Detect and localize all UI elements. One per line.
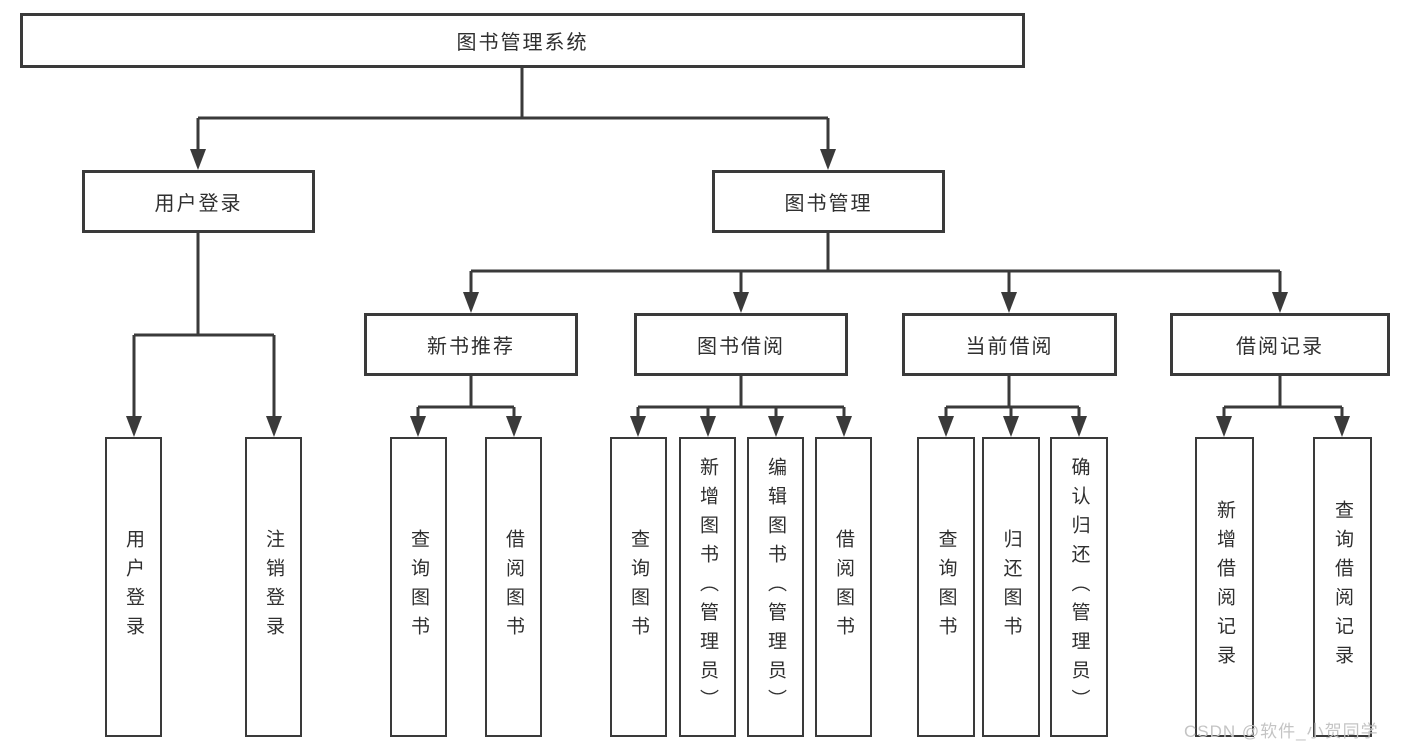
leaf-label: 借阅图书 (503, 529, 524, 645)
leaf-query-book-current: 查询图书 (917, 437, 975, 737)
leaf-label: 查询借阅记录 (1332, 500, 1353, 674)
leaf-label: 确认归还（管理员） (1068, 456, 1090, 718)
leaf-add-borrow-record: 新增借阅记录 (1195, 437, 1254, 737)
leaf-query-book-recommend: 查询图书 (390, 437, 447, 737)
csdn-watermark: CSDN @软件_小贺同学 (1184, 722, 1379, 741)
node-label: 用户登录 (154, 193, 243, 215)
leaf-label: 新增图书（管理员） (697, 456, 718, 718)
node-book-management: 图书管理 (712, 170, 945, 233)
leaf-logout: 注销登录 (245, 437, 302, 737)
leaf-return-book: 归还图书 (982, 437, 1040, 737)
leaf-label: 用户登录 (123, 529, 144, 645)
node-root-library-system: 图书管理系统 (20, 13, 1025, 68)
node-borrowing-records: 借阅记录 (1170, 313, 1390, 376)
leaf-label: 查询图书 (628, 529, 649, 645)
leaf-query-book-borrowing: 查询图书 (610, 437, 667, 737)
leaf-label: 查询图书 (935, 529, 957, 645)
node-label: 图书管理系统 (456, 32, 589, 54)
node-label: 图书借阅 (697, 336, 785, 358)
node-label: 当前借阅 (965, 336, 1054, 358)
node-current-borrowing: 当前借阅 (902, 313, 1117, 376)
leaf-add-book-admin: 新增图书（管理员） (679, 437, 736, 737)
node-new-book-recommendation: 新书推荐 (364, 313, 578, 376)
leaf-label: 查询图书 (408, 529, 429, 645)
leaf-label: 归还图书 (1000, 529, 1022, 645)
leaf-edit-book-admin: 编辑图书（管理员） (747, 437, 804, 737)
leaf-label: 注销登录 (263, 529, 284, 645)
leaf-borrow-book: 借阅图书 (815, 437, 872, 737)
node-user-login: 用户登录 (82, 170, 315, 233)
node-book-borrowing: 图书借阅 (634, 313, 848, 376)
node-label: 新书推荐 (427, 336, 515, 358)
leaf-label: 借阅图书 (833, 529, 854, 645)
leaf-query-borrow-record: 查询借阅记录 (1313, 437, 1372, 737)
leaf-user-login: 用户登录 (105, 437, 162, 737)
leaf-confirm-return-admin: 确认归还（管理员） (1050, 437, 1108, 737)
leaf-borrow-book-recommend: 借阅图书 (485, 437, 542, 737)
node-label: 图书管理 (784, 193, 873, 215)
leaf-label: 编辑图书（管理员） (765, 456, 786, 718)
node-label: 借阅记录 (1236, 336, 1324, 358)
leaf-label: 新增借阅记录 (1214, 500, 1235, 674)
